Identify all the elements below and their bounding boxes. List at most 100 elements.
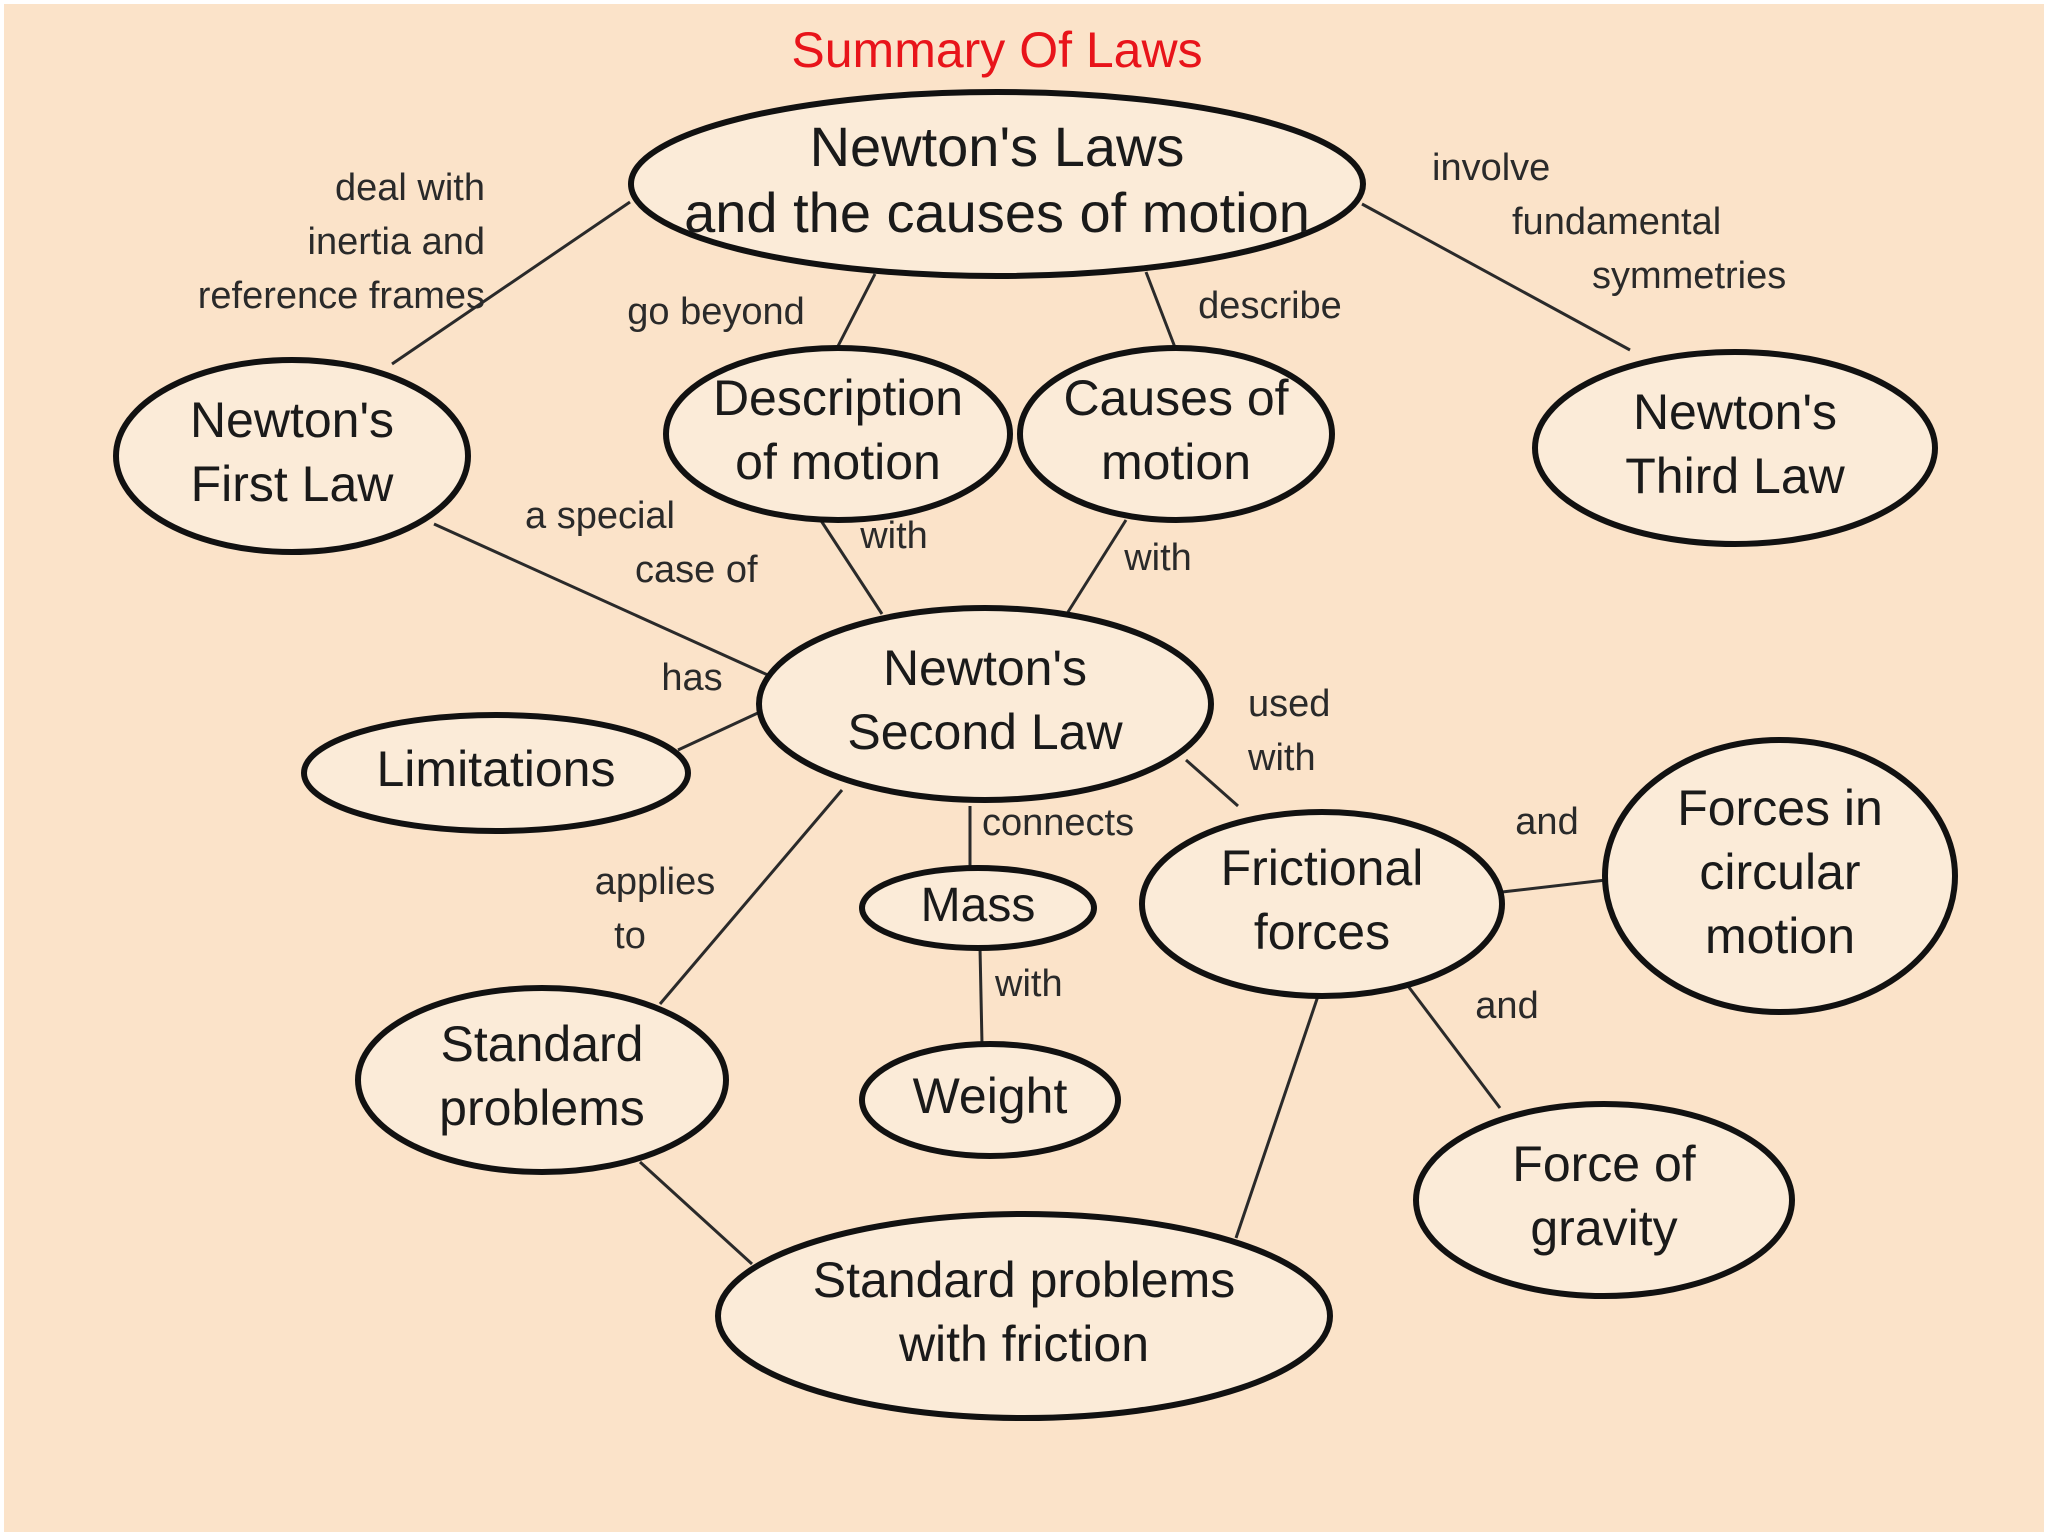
edge-label-description-to-second-law: with bbox=[859, 515, 928, 557]
edge-causes-to-second-law bbox=[1066, 519, 1128, 613]
node-ellipse bbox=[715, 1211, 1333, 1421]
node-label-line: Weight bbox=[913, 1068, 1068, 1124]
diagram-title: Summary Of Laws bbox=[791, 22, 1202, 78]
edge-label-mass-to-weight: with bbox=[994, 963, 1063, 1005]
node-label-line: Description bbox=[713, 370, 963, 426]
edge-label-line: go beyond bbox=[627, 291, 805, 333]
edge-standard-to-standard-friction bbox=[638, 1160, 754, 1266]
node-ellipse bbox=[301, 712, 691, 834]
node-label-line: Standard bbox=[441, 1016, 644, 1072]
node-ellipse bbox=[1532, 349, 1938, 547]
node-label-line: Newton's bbox=[190, 392, 394, 448]
node-label-line: Newton's bbox=[1633, 384, 1837, 440]
node-label-line: of motion bbox=[735, 434, 941, 490]
edge-label-second-law-to-limitations: has bbox=[661, 657, 722, 699]
node-label-line: Causes of bbox=[1063, 370, 1288, 426]
node-ellipse bbox=[628, 89, 1366, 279]
edge-label-line: with bbox=[859, 515, 928, 557]
edge-label-first-law-to-second-law: a special case of bbox=[525, 495, 758, 591]
edge-label-frictional-to-gravity: and bbox=[1475, 985, 1538, 1027]
edge-description-to-second-law bbox=[816, 515, 884, 615]
node-label-line: Limitations bbox=[377, 741, 616, 797]
node-label: Limitations bbox=[377, 741, 616, 797]
node-label-line: Newton's bbox=[883, 640, 1087, 696]
node-label-line: and the causes of motion bbox=[684, 181, 1310, 244]
node-label-line: motion bbox=[1705, 908, 1855, 964]
edge-mass-to-weight bbox=[978, 947, 984, 1045]
node-ellipse bbox=[113, 357, 471, 555]
edge-label-line: describe bbox=[1198, 285, 1342, 327]
edge-label-line: symmetries bbox=[1592, 255, 1786, 297]
edge-frictional-to-gravity bbox=[1406, 985, 1502, 1109]
node-ellipse bbox=[859, 865, 1097, 951]
edge-label-line: with bbox=[1247, 737, 1316, 779]
node-label: Description of motion bbox=[713, 370, 963, 490]
edge-second-law-to-limitations bbox=[677, 710, 761, 752]
edge-label-line: to bbox=[614, 915, 646, 957]
edge-label-frictional-to-circular: and bbox=[1515, 801, 1578, 843]
edge-label-line: and bbox=[1475, 985, 1538, 1027]
node-weight: Weight bbox=[859, 1041, 1121, 1159]
node-label-line: problems bbox=[439, 1080, 645, 1136]
edge-label-newtons-laws-to-causes: describe bbox=[1198, 285, 1342, 327]
node-ellipse bbox=[1602, 737, 1958, 1015]
node-ellipse bbox=[1017, 345, 1335, 523]
edge-label-line: connects bbox=[982, 802, 1134, 844]
node-label-line: First Law bbox=[191, 456, 395, 512]
node-standard: Standard problems bbox=[355, 985, 729, 1175]
node-label: Mass bbox=[921, 879, 1036, 932]
edge-newtons-laws-to-first-law bbox=[391, 200, 631, 366]
node-label-line: gravity bbox=[1530, 1200, 1677, 1256]
edge-label-line: involve bbox=[1432, 147, 1550, 189]
edge-second-law-to-standard bbox=[658, 789, 844, 1005]
node-ellipse bbox=[859, 1041, 1121, 1159]
edge-first-law-to-second-law bbox=[433, 522, 771, 678]
node-ellipse bbox=[355, 985, 729, 1175]
node-label-line: Standard problems bbox=[813, 1252, 1235, 1308]
edge-label-newtons-laws-to-description: go beyond bbox=[627, 291, 805, 333]
edge-newtons-laws-to-third-law bbox=[1361, 202, 1631, 352]
node-mass: Mass bbox=[859, 865, 1097, 951]
node-label: Weight bbox=[913, 1068, 1068, 1124]
edges-layer bbox=[391, 200, 1631, 1266]
edge-label-line: applies bbox=[595, 861, 715, 903]
edge-label-line: with bbox=[994, 963, 1063, 1005]
node-label-line: forces bbox=[1254, 904, 1390, 960]
edge-label-line: a special bbox=[525, 495, 675, 537]
edge-label-second-law-to-mass: connects bbox=[982, 802, 1134, 844]
edge-label-line: and bbox=[1515, 801, 1578, 843]
edge-newtons-laws-to-causes bbox=[1144, 271, 1178, 351]
node-label: Standard problems bbox=[439, 1016, 645, 1136]
edge-label-line: has bbox=[661, 657, 722, 699]
node-description: Description of motion bbox=[663, 345, 1013, 523]
edge-frictional-to-circular bbox=[1501, 878, 1607, 894]
node-ellipse bbox=[1139, 809, 1505, 999]
node-label-line: with friction bbox=[898, 1316, 1149, 1372]
edge-label-line: case of bbox=[635, 549, 758, 591]
node-label-line: Third Law bbox=[1625, 448, 1845, 504]
node-label-line: circular bbox=[1699, 844, 1860, 900]
edge-label-causes-to-second-law: with bbox=[1123, 537, 1192, 579]
edge-label-line: inertia and bbox=[308, 221, 485, 263]
edge-frictional-to-standard-friction bbox=[1234, 995, 1320, 1239]
